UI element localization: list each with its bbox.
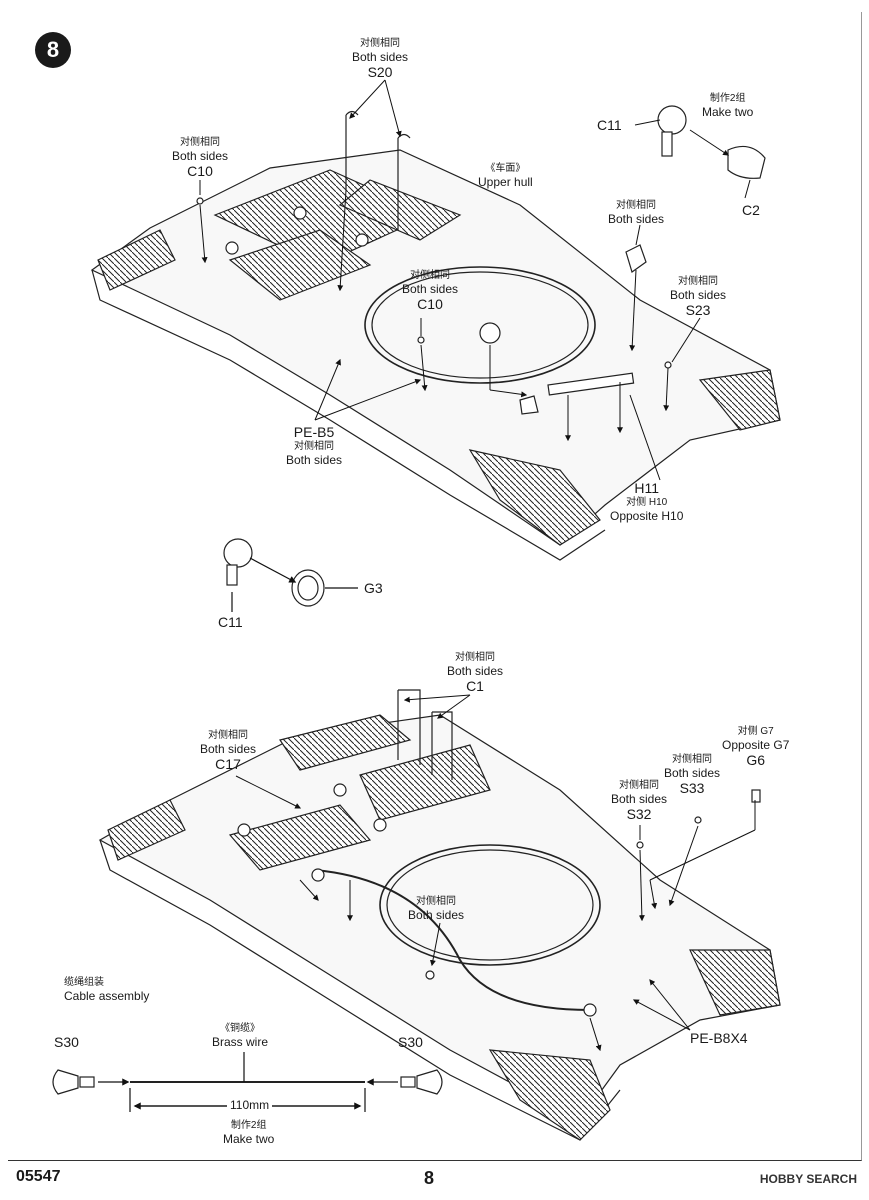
- label-s30-left: S30: [54, 1034, 79, 1050]
- label-brass-wire: 《铜缆》Brass wire: [212, 1023, 269, 1049]
- page-frame: [8, 12, 862, 1161]
- label-s30-right: S30: [398, 1034, 423, 1050]
- watermark: HOBBY SEARCH: [759, 1172, 857, 1186]
- label-c2: C2: [742, 202, 760, 218]
- label-upper-hull: 《车面》Upper hull: [478, 163, 533, 189]
- label-g3: G3: [364, 580, 383, 596]
- page-number: 8: [424, 1168, 435, 1188]
- c11-g3-assembly: [223, 538, 358, 612]
- label-length: 110mm: [227, 1098, 273, 1112]
- product-code: 05547: [16, 1168, 61, 1185]
- label-c11-mid: C11: [218, 614, 243, 630]
- leader-lines-bottom: [235, 694, 756, 1052]
- step-number-badge: 8: [35, 32, 71, 68]
- label-c11-top: C11: [597, 117, 622, 133]
- label-pe-b8x4: PE-B8X4: [690, 1030, 748, 1046]
- leader-lines-top: [199, 79, 751, 481]
- upper-hull-top: [90, 149, 781, 561]
- upper-hull-bottom: [98, 689, 781, 1141]
- parts-top: [196, 105, 766, 415]
